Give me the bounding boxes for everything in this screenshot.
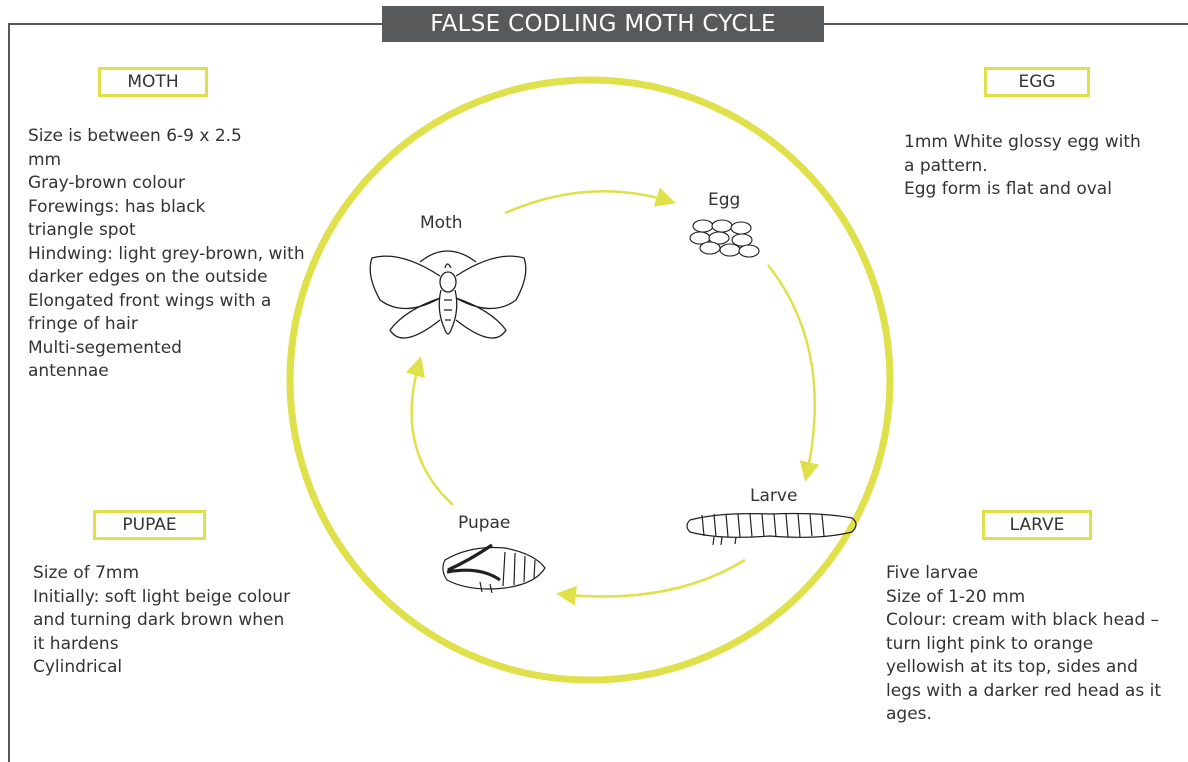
moth-desc-line: Multi-segemented antennae	[28, 337, 258, 384]
moth-label-box: MOTH	[98, 67, 208, 97]
arrow-egg-to-larve	[768, 265, 815, 478]
moth-description: Size is between 6-9 x 2.5 mm Gray-brown …	[28, 125, 318, 384]
eggs-icon	[690, 220, 759, 257]
larve-desc-line: Colour: cream with black head – turn lig…	[886, 609, 1171, 727]
pupae-desc-line: Initially: soft light beige colour and t…	[33, 586, 293, 657]
cycle-circle	[290, 80, 890, 680]
moth-desc-line: Size is between 6-9 x 2.5 mm	[28, 125, 258, 172]
moth-desc-line: Forewings: has black triangle spot	[28, 196, 258, 243]
moth-desc-line: Hindwing: light grey-brown, with darker …	[28, 243, 318, 290]
pupae-desc-line: Size of 7mm	[33, 562, 293, 586]
moth-desc-line: Gray-brown colour	[28, 172, 318, 196]
arrow-larve-to-pupae	[560, 560, 745, 596]
pupae-desc-line: Cylindrical	[33, 656, 293, 680]
pupae-label-box: PUPAE	[93, 510, 206, 540]
pupa-icon	[443, 545, 545, 593]
stage-label-larve: Larve	[750, 486, 797, 506]
stage-label-egg: Egg	[708, 190, 740, 210]
moth-desc-line: Elongated front wings with a fringe of h…	[28, 290, 318, 337]
moth-icon	[370, 251, 526, 338]
arrow-moth-to-egg	[505, 191, 672, 213]
larve-description: Five larvae Size of 1-20 mm Colour: crea…	[886, 562, 1171, 727]
egg-description: 1mm White glossy egg with a pattern. Egg…	[904, 131, 1174, 202]
egg-desc-line: Egg form is flat and oval	[904, 178, 1174, 202]
larve-desc-line: Five larvae	[886, 562, 1171, 586]
larve-label-box: LARVE	[982, 510, 1092, 540]
egg-label-box: EGG	[984, 67, 1090, 97]
larve-desc-line: Size of 1-20 mm	[886, 586, 1171, 610]
larva-icon	[687, 514, 856, 546]
stage-label-moth: Moth	[420, 213, 463, 233]
stage-label-pupae: Pupae	[458, 513, 510, 533]
arrow-pupae-to-moth	[412, 360, 453, 505]
pupae-description: Size of 7mm Initially: soft light beige …	[33, 562, 293, 680]
egg-desc-line: 1mm White glossy egg with a pattern.	[904, 131, 1144, 178]
